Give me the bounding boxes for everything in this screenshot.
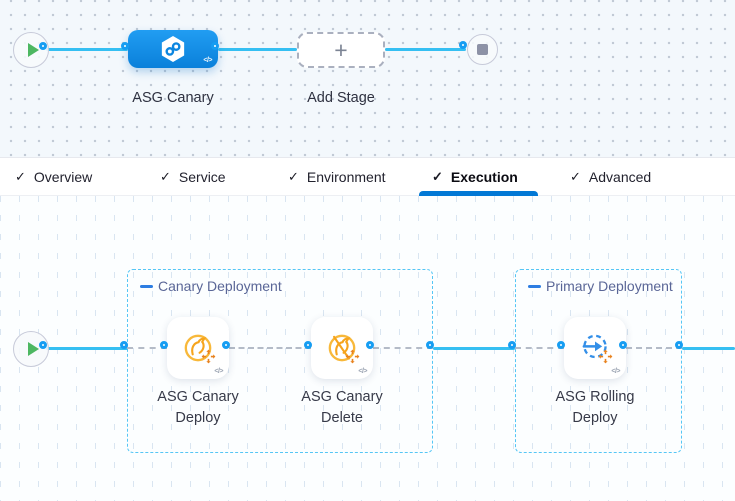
move-arrows-icon [345,349,360,364]
connector-port[interactable] [160,341,168,349]
tab-overview[interactable]: ✓ Overview [15,158,92,196]
yaml-code-icon[interactable]: </> [214,368,223,375]
move-arrows-icon [201,349,216,364]
step-asg-canary-delete[interactable]: </> [311,317,373,379]
yaml-code-icon[interactable]: </> [358,368,367,375]
connector-line [46,48,128,51]
step-group-primary-deployment[interactable]: Primary Deployment [515,269,682,453]
connector-port[interactable] [459,41,467,49]
stage-canvas[interactable]: </> ASG Canary + Add Stage [0,0,735,157]
collapse-dash-icon[interactable] [528,284,541,288]
group-title-label: Canary Deployment [158,278,282,294]
connector-port[interactable] [426,341,434,349]
dashed-connector [373,347,433,349]
connector-line [682,347,735,350]
connector-line [385,48,466,51]
plus-icon: + [334,36,348,63]
play-icon [27,342,39,356]
step-asg-rolling-deploy[interactable]: </> [564,317,626,379]
dashed-connector [229,347,311,349]
harness-stage-icon [161,36,185,62]
collapse-dash-icon[interactable] [140,284,153,288]
add-stage-label: Add Stage [307,90,375,106]
connector-port[interactable] [39,341,47,349]
connector-port[interactable] [619,341,627,349]
tab-execution[interactable]: ✓ Execution [432,158,518,196]
step-label: ASG Rolling Deploy [555,389,635,426]
stage-label: ASG Canary [132,90,214,106]
group-title-label: Primary Deployment [546,278,673,294]
yaml-code-icon[interactable]: </> [203,57,212,64]
step-asg-canary-deploy[interactable]: </> [167,317,229,379]
tab-label: Environment [306,169,386,185]
tab-label: Service [178,169,226,185]
connector-port[interactable] [508,341,516,349]
connector-port[interactable] [121,42,129,50]
tab-label: Execution [450,169,518,185]
pipeline-start-node[interactable] [13,32,49,68]
check-icon: ✓ [160,169,171,184]
stage-config-tabs: ✓ Overview ✓ Service ✓ Environment ✓ Exe… [0,157,735,196]
group-title[interactable]: Canary Deployment [140,278,282,294]
connector-port[interactable] [675,341,683,349]
connector-port[interactable] [39,42,47,50]
dashed-connector [127,347,167,349]
connector-port[interactable] [120,341,128,349]
connector-port[interactable] [211,42,219,50]
check-icon: ✓ [15,169,26,184]
step-label: ASG Canary Deploy [157,389,239,426]
dashed-connector [515,347,564,349]
canary-delete-icon [328,334,356,362]
execution-canvas[interactable]: Canary Deployment Primary Deployment </>… [0,196,735,501]
rolling-deploy-icon [582,334,607,359]
connector-port[interactable] [304,341,312,349]
pipeline-end-node[interactable] [467,34,498,65]
connector-port[interactable] [557,341,565,349]
canary-deploy-icon [184,334,212,362]
connector-port[interactable] [222,341,230,349]
group-title[interactable]: Primary Deployment [528,278,673,294]
tab-environment[interactable]: ✓ Environment [288,158,386,196]
check-icon: ✓ [570,169,581,184]
add-stage-button[interactable]: + [297,32,385,68]
step-group-canary-deployment[interactable]: Canary Deployment [127,269,433,453]
connector-line [433,347,515,350]
tab-label: Overview [33,169,93,185]
tab-advanced[interactable]: ✓ Advanced [570,158,651,196]
dashed-connector [626,347,682,349]
check-icon: ✓ [288,169,299,184]
stage-asg-canary[interactable]: </> [128,30,218,68]
connector-line [218,48,297,51]
play-icon [27,43,39,57]
step-label: ASG Canary Delete [301,389,383,426]
yaml-code-icon[interactable]: </> [611,368,620,375]
active-tab-indicator [419,191,538,196]
execution-start-node[interactable] [13,331,49,367]
tab-service[interactable]: ✓ Service [160,158,226,196]
move-arrows-icon [598,349,613,364]
stop-icon [477,44,488,55]
tab-label: Advanced [588,169,652,185]
connector-line [46,347,128,350]
check-icon: ✓ [432,169,443,184]
connector-port[interactable] [366,341,374,349]
